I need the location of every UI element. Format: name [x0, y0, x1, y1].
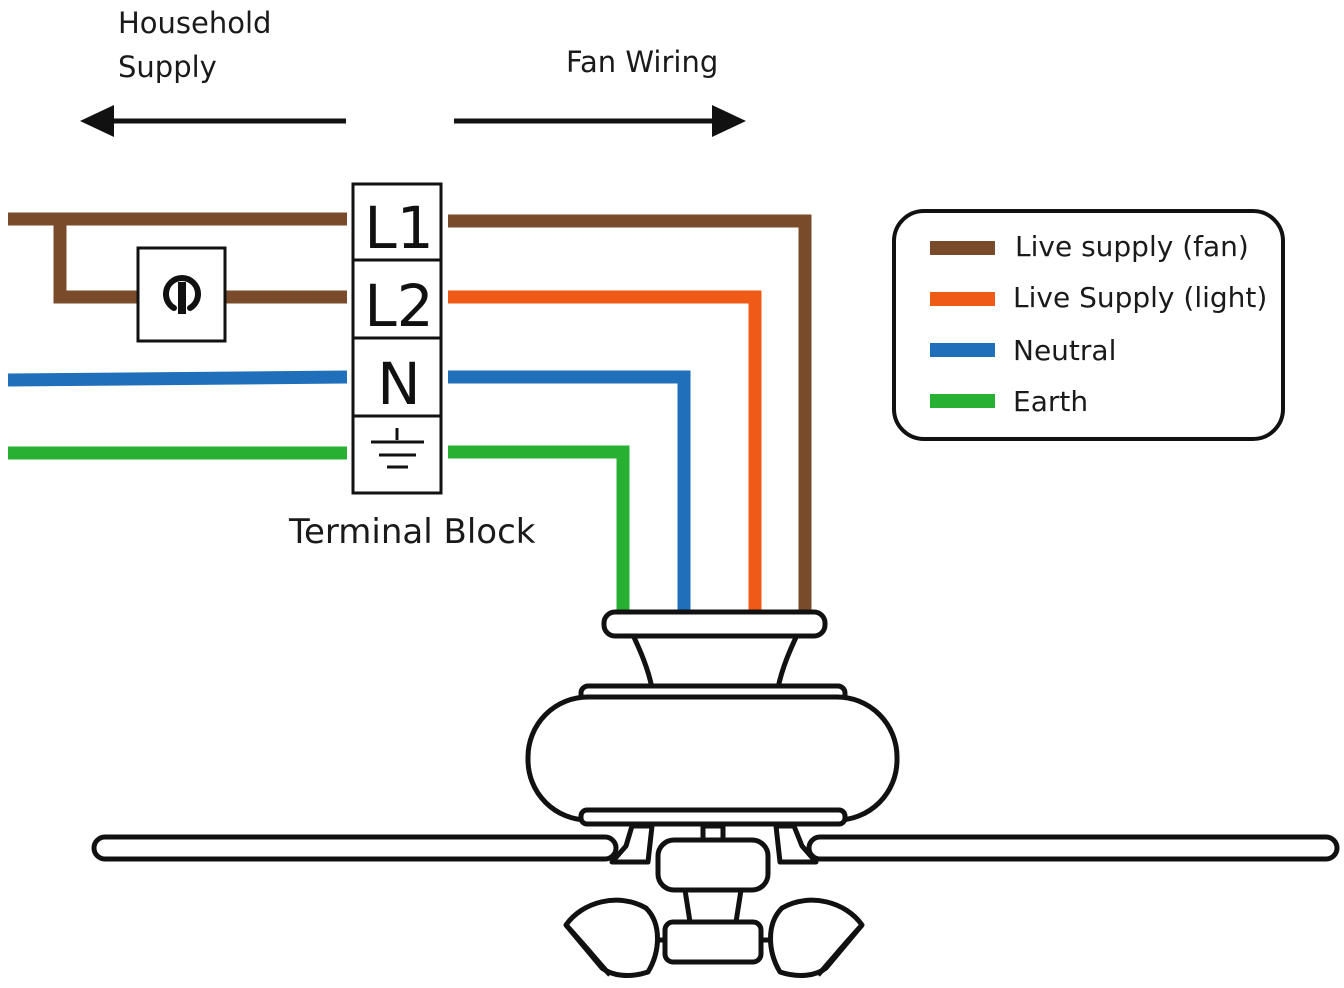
wire-live-light [448, 290, 762, 612]
legend: Live supply (fan) Live Supply (light) Ne… [892, 209, 1285, 441]
legend-swatch-live-fan [930, 241, 995, 255]
terminal-block: L1 L2 N [351, 182, 443, 495]
legend-swatch-earth [930, 394, 995, 408]
wire-earth [448, 445, 630, 612]
legend-item-live-fan: Live supply (fan) [930, 230, 1249, 263]
terminal-n-label: N [377, 350, 420, 418]
wire-switch-branch [53, 219, 138, 304]
household-label-line1: Household [118, 6, 271, 40]
ceiling-fan-icon [91, 609, 1340, 978]
wire-live-fan [448, 214, 812, 612]
terminal-l1-label: L1 [364, 194, 433, 262]
legend-label-live-light: Live Supply (light) [1013, 281, 1267, 314]
arrow-left-icon [80, 105, 346, 137]
legend-label-live-fan: Live supply (fan) [1015, 230, 1249, 263]
terminal-block-label: Terminal Block [288, 512, 536, 552]
fan-wiring-label: Fan Wiring [566, 45, 718, 79]
legend-swatch-live-light [930, 292, 995, 306]
household-wires [7, 212, 348, 460]
legend-label-neutral: Neutral [1013, 334, 1116, 367]
wire-neutral-supply [7, 370, 348, 387]
legend-item-live-light: Live Supply (light) [930, 281, 1267, 314]
legend-label-earth: Earth [1013, 385, 1088, 418]
earth-ground-icon [371, 428, 424, 469]
fan-wires [448, 214, 812, 612]
arrow-right-icon [454, 105, 746, 137]
household-label-line2: Supply [118, 50, 217, 84]
power-switch-icon [136, 246, 227, 343]
terminal-l2-label: L2 [364, 272, 433, 340]
wire-neutral [448, 370, 691, 612]
legend-item-neutral: Neutral [930, 334, 1116, 367]
legend-swatch-neutral [930, 343, 995, 357]
legend-item-earth: Earth [930, 385, 1088, 418]
